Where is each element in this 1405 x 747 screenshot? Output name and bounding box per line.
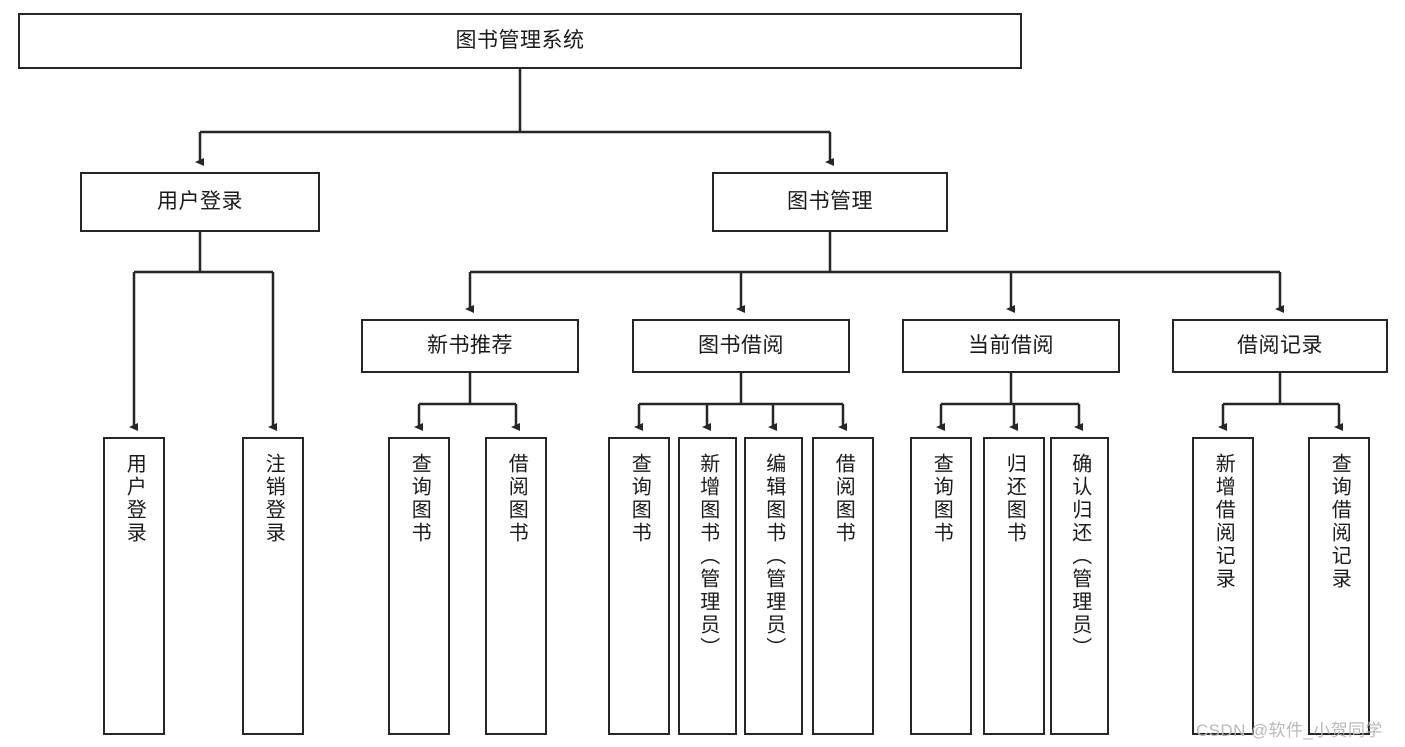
node-root-label: 图书管理系统 <box>455 28 585 52</box>
node-book-manage-label: 图书管理 <box>787 189 873 213</box>
node-leaf-borrow-book-2-label: 借阅图书 <box>832 453 855 545</box>
node-current-borrow[interactable]: 当前借阅 <box>902 319 1120 373</box>
node-leaf-return-book[interactable]: 归还图书 <box>983 437 1045 735</box>
node-leaf-query-book-3-label: 查询图书 <box>930 453 953 545</box>
node-leaf-query-borrow-record-label: 查询借阅记录 <box>1328 453 1351 591</box>
node-leaf-query-book-2[interactable]: 查询图书 <box>608 437 670 735</box>
node-borrow-record[interactable]: 借阅记录 <box>1172 319 1388 373</box>
node-leaf-user-login[interactable]: 用户登录 <box>103 437 165 735</box>
node-leaf-logout-label: 注销登录 <box>262 453 285 545</box>
node-leaf-borrow-book-1[interactable]: 借阅图书 <box>485 437 547 735</box>
node-leaf-add-borrow-record[interactable]: 新增借阅记录 <box>1192 437 1254 735</box>
node-leaf-borrow-book-1-label: 借阅图书 <box>505 453 528 545</box>
node-leaf-add-book-label: 新增图书（管理员） <box>696 453 719 660</box>
node-book-manage[interactable]: 图书管理 <box>712 172 948 232</box>
node-leaf-edit-book-label: 编辑图书（管理员） <box>762 453 785 660</box>
node-leaf-logout[interactable]: 注销登录 <box>242 437 304 735</box>
node-leaf-user-login-label: 用户登录 <box>123 453 146 545</box>
node-current-borrow-label: 当前借阅 <box>968 333 1054 357</box>
node-user-login-label: 用户登录 <box>157 189 243 213</box>
node-leaf-confirm-return[interactable]: 确认归还（管理员） <box>1050 437 1109 735</box>
node-book-borrow-label: 图书借阅 <box>698 333 784 357</box>
node-leaf-return-book-label: 归还图书 <box>1003 453 1026 545</box>
node-leaf-query-borrow-record[interactable]: 查询借阅记录 <box>1308 437 1370 735</box>
node-leaf-add-borrow-record-label: 新增借阅记录 <box>1212 453 1235 591</box>
node-leaf-query-book-2-label: 查询图书 <box>628 453 651 545</box>
node-leaf-edit-book[interactable]: 编辑图书（管理员） <box>744 437 803 735</box>
node-book-borrow[interactable]: 图书借阅 <box>632 319 850 373</box>
node-leaf-borrow-book-2[interactable]: 借阅图书 <box>812 437 874 735</box>
csdn-watermark: CSDN @软件_小贺同学 <box>1196 721 1383 740</box>
node-leaf-query-book-1-label: 查询图书 <box>408 453 431 545</box>
node-leaf-confirm-return-label: 确认归还（管理员） <box>1068 453 1091 660</box>
node-root[interactable]: 图书管理系统 <box>18 13 1022 69</box>
node-leaf-add-book[interactable]: 新增图书（管理员） <box>678 437 737 735</box>
node-borrow-record-label: 借阅记录 <box>1237 333 1323 357</box>
node-user-login[interactable]: 用户登录 <box>80 172 320 232</box>
node-leaf-query-book-3[interactable]: 查询图书 <box>910 437 972 735</box>
node-new-book-recommend-label: 新书推荐 <box>427 333 513 357</box>
node-leaf-query-book-1[interactable]: 查询图书 <box>388 437 450 735</box>
node-new-book-recommend[interactable]: 新书推荐 <box>361 319 579 373</box>
